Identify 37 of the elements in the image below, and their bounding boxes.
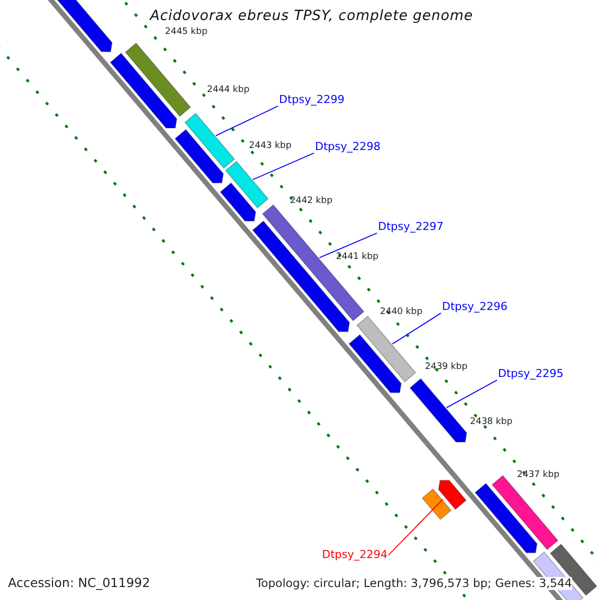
gene-block <box>474 482 538 554</box>
gene-label: Dtpsy_2295 <box>498 368 564 380</box>
gene-block <box>348 334 402 394</box>
gene-label: Dtpsy_2296 <box>442 301 508 314</box>
footer-text: Topology: circular; Length: 3,796,573 bp; Genes: 3,544 <box>256 577 572 590</box>
leader-line <box>215 106 278 136</box>
scale-label: 2438 kbp <box>470 418 512 428</box>
gene-bar <box>422 488 452 520</box>
gene-label: Dtpsy_2298 <box>315 141 381 154</box>
scale-label: 2443 kbp <box>249 142 292 152</box>
scale-label: 2437 kbp <box>517 471 560 481</box>
scale-label: 2442 kbp <box>290 197 332 207</box>
scale-label: 2439 kbp <box>425 363 468 373</box>
gene-bar <box>225 160 269 209</box>
title: Acidovorax ebreus TPSY, complete genome <box>150 9 474 24</box>
gene-block <box>409 378 468 443</box>
footer-text: Accession: NC_011992 <box>8 576 150 590</box>
leader-line <box>446 380 498 408</box>
leader-line <box>388 498 444 556</box>
leader-line <box>392 312 442 344</box>
scale-label: 2441 kbp <box>336 253 378 263</box>
gene-block <box>438 480 467 510</box>
gene-bar <box>262 204 364 322</box>
scale-label: 2445 kbp <box>165 28 208 38</box>
gene-bar <box>356 316 416 382</box>
leader-line <box>318 232 378 258</box>
scale-label: 2444 kbp <box>207 86 250 96</box>
gene-label: Dtpsy_2297 <box>378 221 444 234</box>
gene-block <box>110 52 178 128</box>
gene-block <box>220 182 256 222</box>
gene-bar <box>124 42 192 117</box>
gene-label: Dtpsy_2294 <box>322 549 388 562</box>
gene-label: Dtpsy_2299 <box>279 94 345 106</box>
gene-block <box>174 128 224 184</box>
gene-bar <box>184 112 236 169</box>
leader-line <box>252 152 314 180</box>
scale-label: 2440 kbp <box>380 308 422 318</box>
